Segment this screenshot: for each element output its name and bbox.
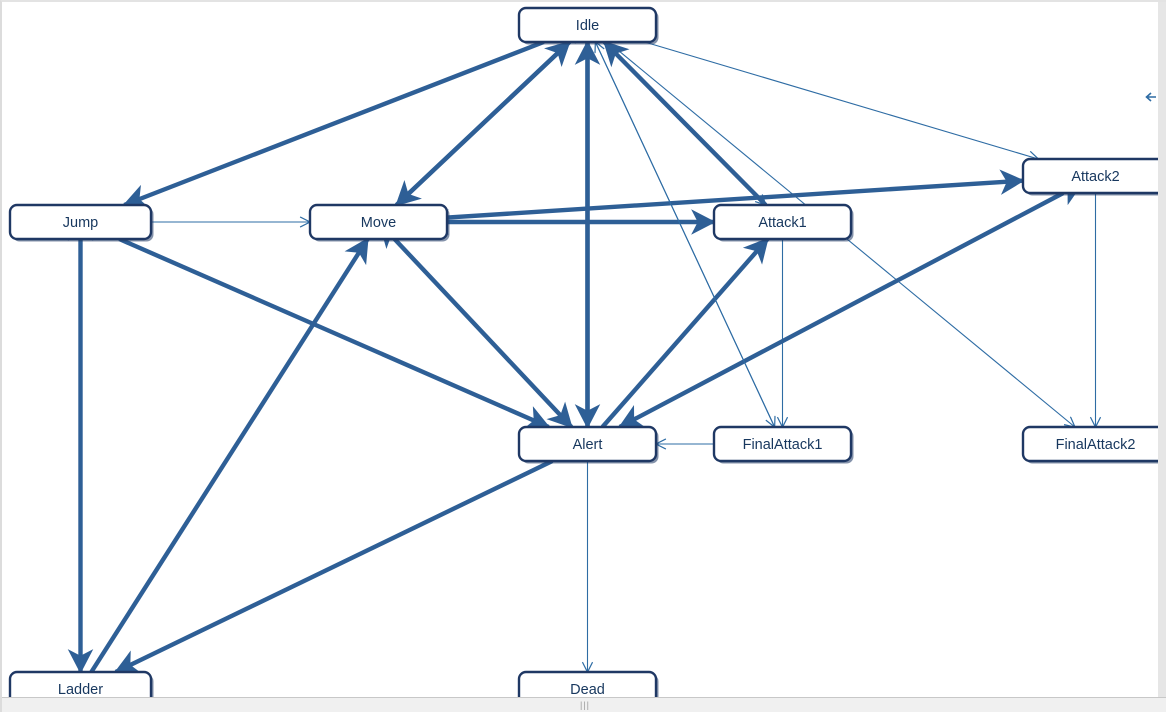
- edge-alert-to-attack1[interactable]: [600, 237, 770, 429]
- edge-alert-to-ladder[interactable]: [114, 459, 554, 674]
- node-box[interactable]: [308, 203, 449, 241]
- node-label: Idle: [576, 18, 599, 34]
- node-label: Attack1: [758, 215, 806, 231]
- node-label: FinalAttack2: [1056, 437, 1136, 453]
- node-ladder[interactable]: Ladder: [8, 670, 154, 700]
- horizontal-scrollbar[interactable]: |||: [2, 697, 1166, 712]
- edge-idle-to-jump[interactable]: [122, 39, 545, 209]
- node-label: Dead: [570, 682, 605, 698]
- node-box[interactable]: [712, 425, 853, 463]
- node-finalattack2[interactable]: FinalAttack2: [1021, 425, 1160, 464]
- node-box[interactable]: [712, 203, 853, 241]
- node-box[interactable]: [517, 6, 658, 44]
- edge-finalattack1-to-idle[interactable]: [595, 42, 776, 428]
- node-label: Attack2: [1071, 169, 1119, 185]
- node-box[interactable]: [517, 670, 658, 700]
- node-idle[interactable]: Idle: [517, 6, 659, 45]
- edges-layer: [67, 19, 1096, 674]
- node-label: Move: [361, 215, 396, 231]
- scrollbar-grip[interactable]: |||: [579, 700, 590, 710]
- vertical-scrollbar[interactable]: [1158, 2, 1166, 700]
- node-move[interactable]: Move: [308, 203, 450, 242]
- node-box[interactable]: [1021, 157, 1160, 195]
- node-finalattack1[interactable]: FinalAttack1: [712, 425, 854, 464]
- node-box[interactable]: [8, 670, 153, 700]
- node-box[interactable]: [517, 425, 658, 463]
- node-dead[interactable]: Dead: [517, 670, 659, 700]
- node-label: FinalAttack1: [743, 437, 823, 453]
- edge-idle-to-attack2[interactable]: [644, 41, 1039, 159]
- node-label: Jump: [63, 215, 98, 231]
- node-box[interactable]: [1021, 425, 1160, 463]
- node-attack2[interactable]: Attack2: [1021, 157, 1160, 196]
- offscreen-edge-arrow-icon: [1144, 90, 1158, 104]
- node-label: Ladder: [58, 682, 103, 698]
- node-attack1[interactable]: Attack1: [712, 203, 854, 242]
- edge-attack2-to-alert[interactable]: [618, 182, 1084, 429]
- node-label: Alert: [573, 437, 603, 453]
- node-box[interactable]: [8, 203, 153, 241]
- node-jump[interactable]: Jump: [8, 203, 154, 242]
- node-alert[interactable]: Alert: [517, 425, 659, 464]
- edge-move-to-alert[interactable]: [378, 222, 574, 429]
- edge-ladder-to-move[interactable]: [89, 237, 370, 674]
- edge-attack1-to-idle[interactable]: [602, 40, 768, 207]
- edge-move-to-idle[interactable]: [395, 40, 571, 207]
